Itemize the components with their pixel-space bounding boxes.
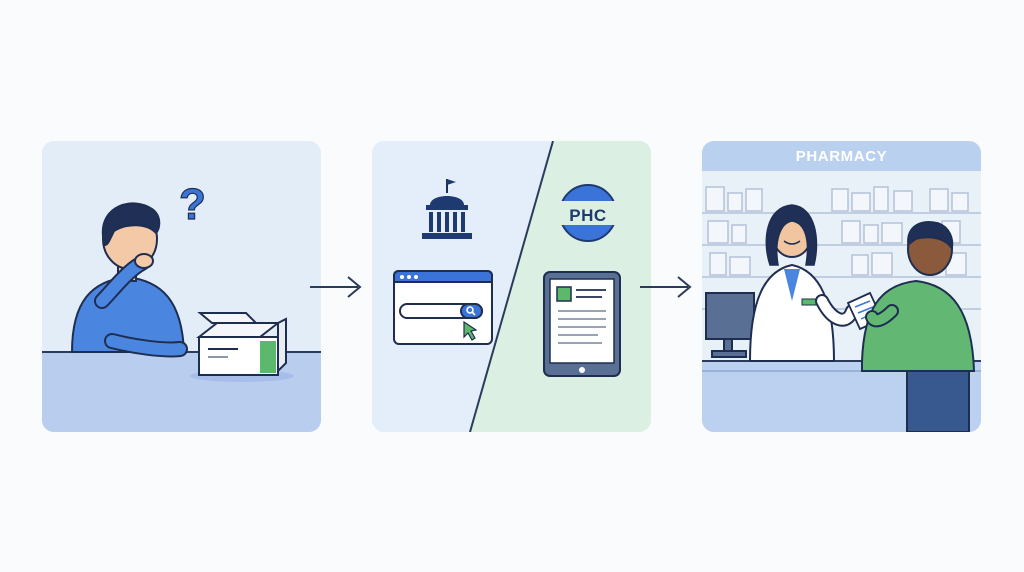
panel-confused-patient: ? [42,141,321,432]
panel-information-sources: PHC [372,141,651,432]
computer-monitor-icon [705,292,755,358]
arrow-right-icon [640,276,692,298]
pharmacy-label: PHARMACY [795,148,888,165]
pharmacy-sign [702,141,981,171]
medicine-box-icon [190,312,294,382]
confused-person [70,202,188,358]
browser-search-window [393,270,493,345]
pharmacist-figure [748,204,859,362]
question-mark-icon: ? [179,180,206,229]
panel-pharmacy: PHARMACY [702,141,981,432]
government-building-icon [422,179,472,239]
search-icon [466,306,474,314]
phc-badge [554,184,622,242]
tablet-document-icon [543,271,621,377]
cursor-icon [463,320,478,341]
arrow-right-icon [310,276,362,298]
phc-label: PHC [569,206,607,225]
customer-figure [861,221,976,432]
